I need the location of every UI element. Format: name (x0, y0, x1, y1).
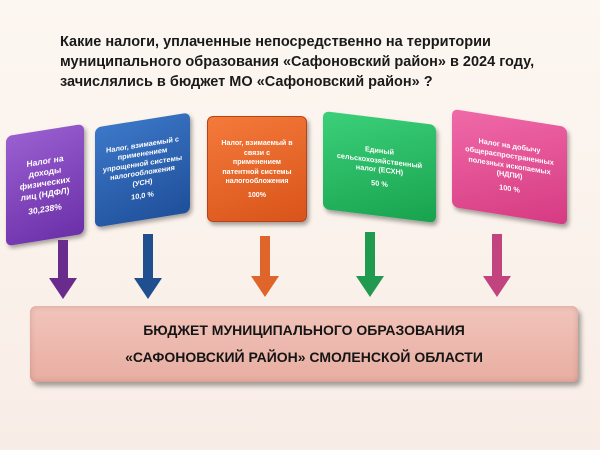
tax-label-eskhn: Единый сельскохозяйственный налог (ЕСХН) (336, 144, 423, 178)
tax-box-ndfl: Налог на доходы физических лиц (НДФЛ) 30… (6, 123, 84, 247)
tax-label-ndfl: Налог на доходы физических лиц (НДФЛ) (19, 153, 71, 203)
tax-label-ndpi: Налог на добычу общераспространенных пол… (465, 136, 554, 182)
tax-percent-ndfl: 30,238% (28, 201, 62, 217)
tax-box-eskhn: Единый сельскохозяйственный налог (ЕСХН)… (323, 111, 436, 223)
budget-box: БЮДЖЕТ МУНИЦИПАЛЬНОГО ОБРАЗОВАНИЯ «САФОН… (30, 306, 578, 382)
arrow-down-icon-eskhn (356, 232, 384, 297)
tax-percent-eskhn: 50 % (371, 177, 388, 189)
tax-box-ndpi: Налог на добычу общераспространенных пол… (452, 108, 567, 226)
arrow-shape (356, 232, 384, 297)
budget-line-1: БЮДЖЕТ МУНИЦИПАЛЬНОГО ОБРАЗОВАНИЯ (143, 322, 465, 338)
page-title: Какие налоги, уплаченные непосредственно… (60, 32, 580, 92)
tax-box-usn: Налог, взимаемый с применением упрощенно… (95, 112, 190, 228)
tax-label-usn: Налог, взимаемый с применением упрощенно… (102, 133, 183, 189)
arrow-shape (134, 234, 162, 299)
title-line-1: Какие налоги, уплаченные непосредственно… (60, 34, 491, 50)
arrow-down-icon-usn (134, 234, 162, 299)
budget-line-2: «САФОНОВСКИЙ РАЙОН» СМОЛЕНСКОЙ ОБЛАСТИ (125, 349, 483, 365)
title-line-3: зачислялись в бюджет МО «Сафоновский рай… (60, 74, 433, 90)
tax-percent-patent: 100% (247, 190, 267, 199)
tax-box-patent: Налог, взимаемый в связи с применением п… (207, 116, 307, 222)
arrow-down-icon-patent (251, 236, 279, 297)
arrow-down-icon-ndpi (483, 234, 511, 297)
tax-percent-usn: 10,0 % (131, 189, 154, 203)
tax-percent-ndpi: 100 % (499, 182, 520, 195)
arrow-shape (483, 234, 511, 297)
tax-label-patent: Налог, взимаемый в связи с применением п… (221, 139, 293, 186)
arrow-shape (251, 236, 279, 297)
arrow-down-icon-ndfl (49, 240, 77, 299)
arrow-shape (49, 240, 77, 299)
title-line-2: муниципального образования «Сафоновский … (60, 54, 535, 70)
